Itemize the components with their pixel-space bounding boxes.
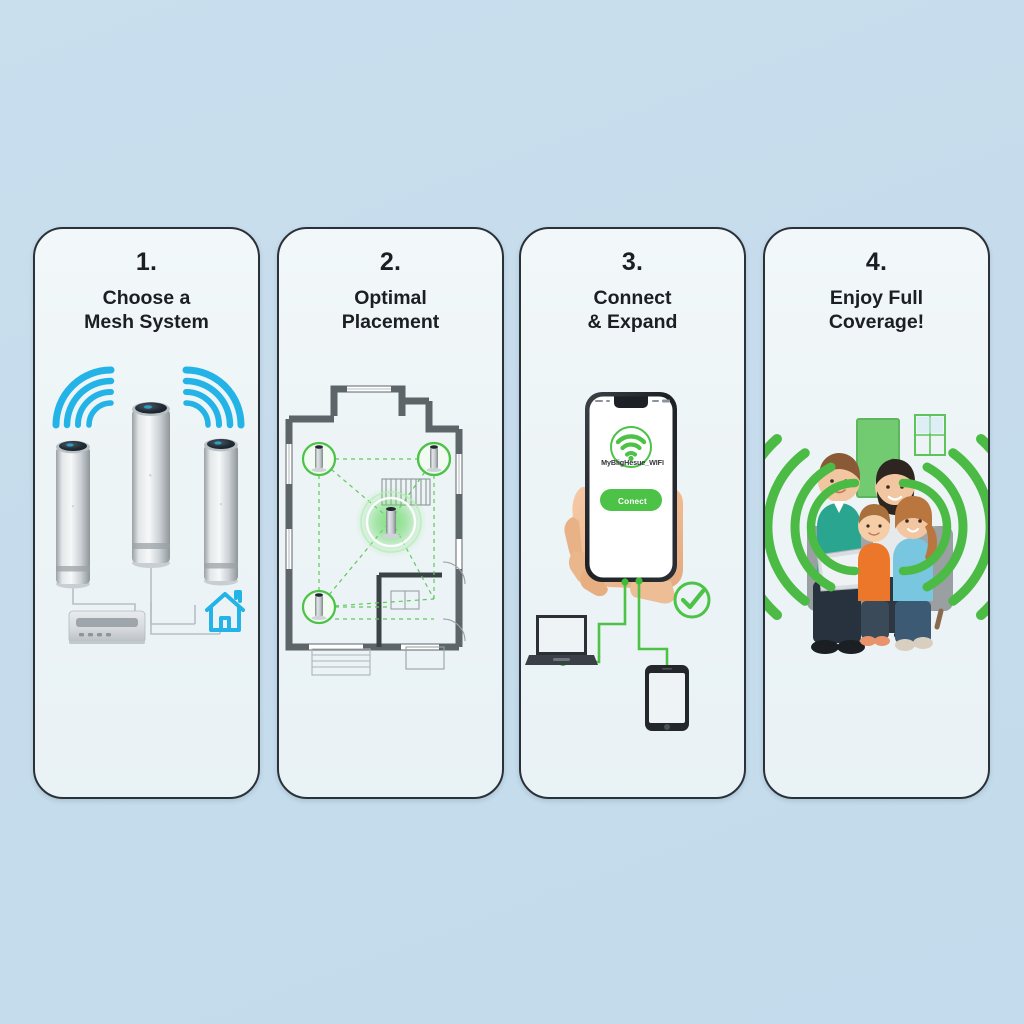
- laptop-device: [525, 615, 598, 665]
- step-title-3: Connect & Expand: [587, 286, 678, 334]
- step-card-2[interactable]: 2. Optimal Placement: [277, 227, 504, 799]
- placement-node-bottom-left: [301, 589, 337, 625]
- wifi-icon: [610, 426, 652, 468]
- step-number-1: 1.: [135, 248, 158, 276]
- person-child-girl: [893, 496, 937, 651]
- mesh-node-right: [204, 438, 238, 586]
- step-number-3: 3.: [621, 248, 644, 276]
- card-3-illustration: [525, 392, 711, 731]
- card-3-header: 3. Connect & Expand: [521, 248, 744, 335]
- step-card-1[interactable]: 1. Choose a Mesh System: [33, 227, 260, 799]
- wifi-arc-left: [52, 366, 115, 429]
- step-card-4[interactable]: 4. Enjoy Full Coverage!: [763, 227, 990, 799]
- person-child-boy: [858, 504, 890, 646]
- tablet-device: [645, 665, 689, 731]
- device-links: [597, 577, 669, 669]
- modem-device: [68, 610, 146, 644]
- card-2-illustration: [285, 385, 466, 676]
- wifi-ssid-label: MyBligHesue_WIFI: [601, 458, 664, 467]
- mesh-node-left: [56, 440, 90, 589]
- step-title-4: Enjoy Full Coverage!: [828, 286, 925, 334]
- step-card-3[interactable]: 3. Connect & Expand: [519, 227, 746, 799]
- step-number-4: 4.: [865, 248, 888, 276]
- mesh-links: [318, 458, 435, 620]
- card-4-header: 4. Enjoy Full Coverage!: [765, 248, 988, 335]
- card-1-illustration: [52, 366, 245, 644]
- card-4-illustration: [765, 414, 988, 654]
- connect-button-label: Conect: [618, 497, 647, 506]
- placement-node-center: [382, 507, 400, 539]
- step-title-2: Optimal Placement: [341, 286, 440, 334]
- card-1-header: 1. Choose a Mesh System: [35, 248, 258, 335]
- step-number-2: 2.: [379, 248, 402, 276]
- coverage-arc-right: [898, 434, 988, 620]
- floor-plan-walls: [285, 385, 466, 676]
- placement-node-top-left: [301, 441, 337, 477]
- connect-button[interactable]: [600, 489, 662, 511]
- card-2-header: 2. Optimal Placement: [279, 248, 502, 335]
- wifi-arc-right: [182, 366, 245, 429]
- smartphone: [585, 392, 677, 582]
- step-title-1: Choose a Mesh System: [84, 286, 209, 334]
- placement-node-wall: [416, 441, 452, 477]
- coverage-arc-left: [765, 434, 860, 620]
- check-circle-icon: [673, 581, 711, 619]
- house-icon: [205, 590, 245, 632]
- mesh-node-center: [132, 402, 170, 568]
